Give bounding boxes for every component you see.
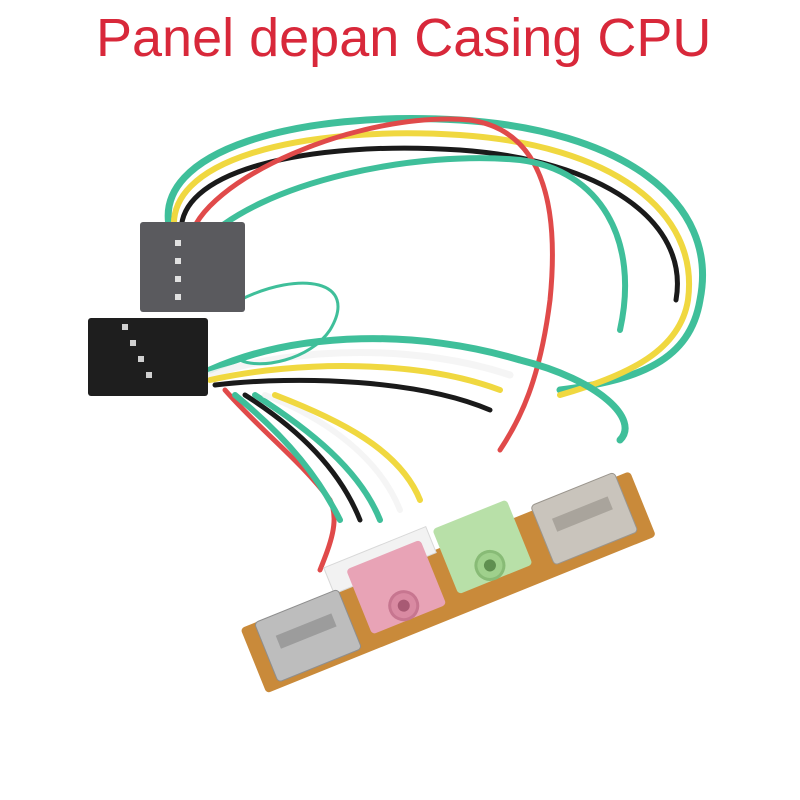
audio-jack-pink	[347, 540, 446, 634]
caption-title: Panel depan Casing CPU	[96, 8, 712, 68]
pin-header-black	[88, 318, 208, 396]
audio-jack-green	[433, 500, 532, 594]
usb-port-right	[531, 472, 638, 565]
wire-bundle	[164, 114, 706, 573]
pin-header-gray	[140, 222, 245, 312]
usb-port-left	[255, 589, 362, 682]
io-board	[241, 472, 655, 693]
